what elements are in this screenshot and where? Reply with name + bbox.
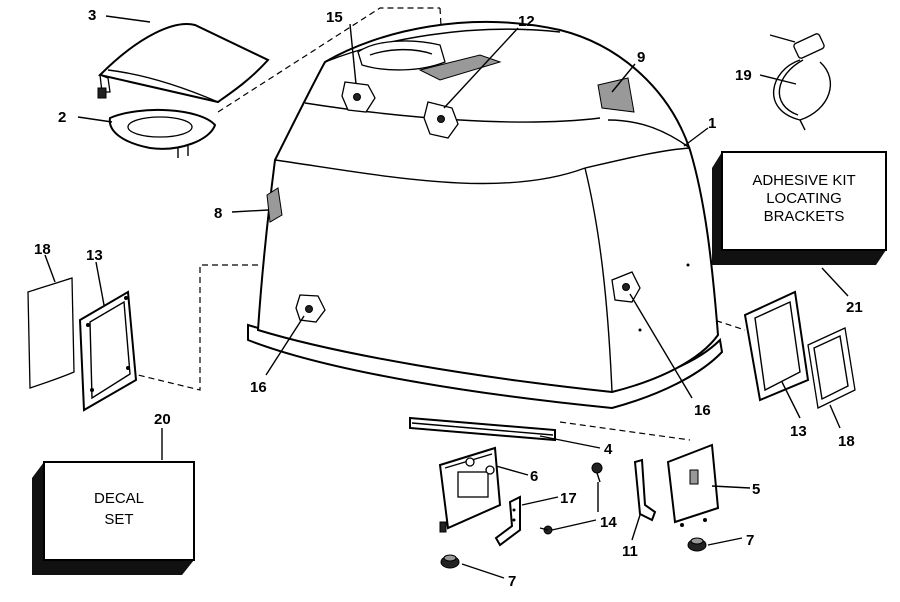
- callout-6: 6: [530, 468, 538, 485]
- right-window-cover: [807, 327, 856, 409]
- callout-18-right: 18: [838, 433, 855, 450]
- callout-13-left: 13: [86, 247, 103, 264]
- mounting-pads: [295, 81, 641, 323]
- latch: [494, 495, 521, 547]
- motor-cover: [247, 21, 724, 410]
- callout-17: 17: [560, 490, 577, 507]
- decal-set-line-2: SET: [104, 511, 133, 528]
- right-window-frame: [743, 290, 810, 402]
- callout-16-right: 16: [694, 402, 711, 419]
- leader-lines: [44, 15, 849, 579]
- callout-12: 12: [518, 13, 535, 30]
- callout-7-bottom: 7: [508, 573, 516, 590]
- callout-18-left: 18: [34, 241, 51, 258]
- adhesive-kit-line-1: ADHESIVE KIT: [752, 172, 855, 189]
- callout-4: 4: [604, 441, 613, 458]
- adhesive-kit-line-3: BRACKETS: [764, 208, 845, 225]
- screws: [539, 462, 603, 535]
- callout-19: 19: [735, 67, 752, 84]
- callout-14: 14: [600, 514, 617, 531]
- callout-11: 11: [622, 543, 638, 560]
- callout-8: 8: [214, 205, 222, 222]
- lower-bracket: [633, 458, 657, 522]
- left-window-frame: [78, 290, 138, 412]
- adhesive-kit-box: ADHESIVE KIT LOCATING BRACKETS: [712, 151, 887, 265]
- callout-20: 20: [154, 411, 171, 428]
- callout-5: 5: [752, 481, 760, 498]
- sensor-cable: [769, 33, 831, 131]
- callout-3: 3: [88, 7, 96, 24]
- callout-2: 2: [58, 109, 66, 126]
- callout-7-right: 7: [746, 532, 754, 549]
- callout-16-left: 16: [250, 379, 267, 396]
- callout-21: 21: [846, 299, 863, 316]
- grommets: [440, 537, 707, 569]
- top-cover: [97, 23, 270, 104]
- callout-15: 15: [326, 9, 343, 26]
- left-window-cover: [27, 277, 75, 389]
- air-intake-seal: [108, 109, 217, 158]
- adhesive-kit-line-2: LOCATING: [766, 190, 842, 207]
- latch-bracket: [438, 446, 502, 533]
- plate: [666, 443, 720, 527]
- decal-set-line-1: DECAL: [94, 490, 144, 507]
- seal-strip: [409, 416, 556, 442]
- callout-9: 9: [637, 49, 645, 66]
- callout-numbers: 3 2 15 12 9 1 19 8 18 13 16 16 21 13 18 …: [34, 7, 863, 590]
- decal-set-box: DECAL SET: [32, 461, 195, 575]
- callout-13-right: 13: [790, 423, 807, 440]
- callout-1: 1: [708, 115, 716, 132]
